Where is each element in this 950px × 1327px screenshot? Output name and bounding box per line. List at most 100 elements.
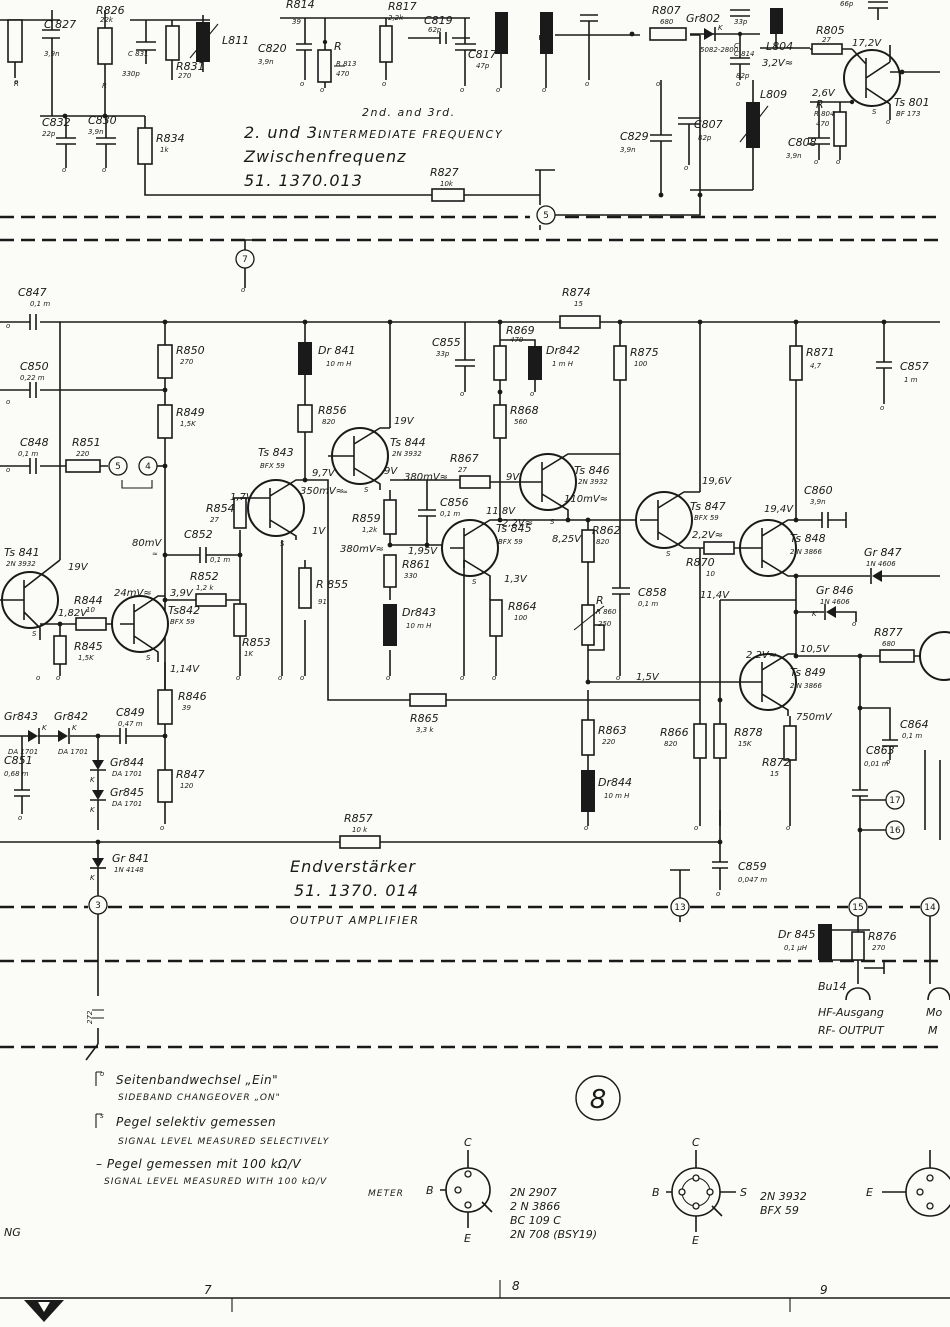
svg-text:C848: C848: [20, 436, 49, 449]
svg-text:R865: R865: [410, 712, 439, 725]
svg-text:3,2V≈: 3,2V≈: [762, 58, 793, 69]
svg-text:1,95V: 1,95V: [408, 546, 438, 557]
svg-text:Ts 843: Ts 843: [258, 446, 294, 459]
svg-text:R856: R856: [318, 404, 347, 417]
svg-text:L811: L811: [222, 34, 249, 47]
terminal-5-top: [536, 205, 556, 225]
svg-text:E: E: [464, 1232, 471, 1245]
svg-text:C855: C855: [432, 336, 461, 349]
svg-text:470: 470: [510, 336, 524, 344]
svg-text:Ts 848: Ts 848: [790, 532, 826, 545]
svg-text:4: 4: [145, 462, 151, 472]
svg-text:100: 100: [514, 614, 528, 622]
svg-text:0,1 m: 0,1 m: [210, 556, 230, 564]
svg-text:o: o: [684, 164, 688, 172]
svg-text:o: o: [62, 166, 66, 174]
svg-text:B: B: [652, 1186, 660, 1199]
legend-item1-de: Seitenbandwechsel „Ein": [116, 1073, 278, 1087]
svg-text:o: o: [382, 80, 386, 88]
svg-text:R872: R872: [762, 756, 791, 769]
legend-item2-en: SIGNAL LEVEL MEASURED SELECTIVELY: [118, 1137, 330, 1147]
resistor-r804: [833, 111, 847, 147]
svg-text:270: 270: [180, 358, 194, 366]
svg-text:0,1 µH: 0,1 µH: [784, 944, 808, 952]
transistor-ts843: [247, 479, 305, 537]
svg-text:14: 14: [924, 903, 936, 913]
svg-text:o: o: [814, 158, 818, 166]
svg-text:R805: R805: [816, 24, 845, 37]
resistor-r857: [339, 835, 381, 849]
svg-text:C863: C863: [866, 744, 895, 757]
resistor-r870: [703, 541, 735, 555]
svg-text:4,7: 4,7: [810, 362, 822, 370]
svg-text:2,2V≈: 2,2V≈: [746, 650, 777, 661]
svg-text:K: K: [42, 724, 48, 732]
svg-text:R 855: R 855: [316, 578, 348, 591]
svg-text:680: 680: [660, 18, 674, 26]
svg-text:S: S: [364, 486, 369, 494]
svg-text:47p: 47p: [476, 62, 490, 70]
svg-text:S: S: [146, 654, 151, 662]
svg-text:K: K: [718, 24, 724, 32]
svg-text:o: o: [160, 824, 164, 832]
svg-text:C852: C852: [184, 528, 213, 541]
resistor-r831: [165, 25, 180, 61]
svg-text:2,2k: 2,2k: [388, 14, 404, 22]
svg-text:o: o: [616, 674, 620, 682]
svg-text:2N 2907: 2N 2907: [510, 1186, 557, 1199]
svg-text:2N 3932: 2N 3932: [578, 478, 608, 486]
svg-text:1,2k: 1,2k: [362, 526, 378, 534]
svg-text:R807: R807: [652, 4, 681, 17]
svg-text:Ts 801: Ts 801: [894, 96, 930, 109]
resistor-r862: [581, 529, 595, 563]
svg-text:1N 4148: 1N 4148: [114, 866, 144, 874]
svg-text:Gr845: Gr845: [110, 786, 144, 799]
svg-text:S: S: [550, 518, 555, 526]
svg-text:1K: 1K: [244, 650, 254, 658]
resistor-r844: [75, 617, 107, 631]
svg-text:R863: R863: [598, 724, 627, 737]
svg-text:o: o: [236, 674, 240, 682]
svg-text:Ts 841: Ts 841: [4, 546, 40, 559]
svg-text:R870: R870: [686, 556, 715, 569]
if-title-de2: Zwischenfrequenz: [243, 147, 406, 166]
svg-text:≈: ≈: [342, 488, 348, 496]
svg-text:380mV≈: 380mV≈: [340, 544, 384, 555]
svg-text:9V: 9V: [506, 472, 520, 483]
svg-text:M: M: [928, 1024, 938, 1037]
svg-text:≈: ≈: [152, 550, 158, 558]
svg-text:66p: 66p: [840, 0, 854, 8]
svg-text:o: o: [100, 1070, 104, 1078]
svg-text:9,7V: 9,7V: [312, 468, 336, 479]
svg-text:7: 7: [242, 255, 248, 265]
svg-text:Gr843: Gr843: [4, 710, 38, 723]
svg-text:350mV≈: 350mV≈: [300, 486, 344, 497]
svg-text:10: 10: [706, 570, 715, 578]
svg-text:o: o: [460, 674, 464, 682]
svg-text:DA 1701: DA 1701: [8, 748, 38, 756]
svg-text:3,9n: 3,9n: [88, 128, 104, 136]
svg-text:Gr 846: Gr 846: [816, 584, 854, 597]
svg-text:o: o: [300, 80, 304, 88]
svg-text:470: 470: [336, 70, 350, 78]
svg-text:o: o: [836, 158, 840, 166]
svg-text:BFX 59: BFX 59: [498, 538, 523, 546]
svg-text:470: 470: [816, 120, 830, 128]
resistor-r877: [879, 649, 915, 663]
svg-text:R844: R844: [74, 594, 103, 607]
svg-text:K: K: [90, 874, 96, 882]
if-part-no: 51. 1370.013: [244, 171, 363, 190]
svg-text:R: R: [334, 40, 342, 53]
svg-text:R850: R850: [176, 344, 205, 357]
svg-text:Ts 846: Ts 846: [574, 464, 610, 477]
svg-text:22p: 22p: [42, 130, 56, 138]
svg-text:0,1 m: 0,1 m: [902, 732, 922, 740]
pinout-3: E: [866, 1150, 950, 1217]
transistor-ts842: [111, 595, 169, 653]
resistor-r849: [157, 404, 173, 439]
svg-text:R878: R878: [734, 726, 763, 739]
page-number: 8: [575, 1075, 621, 1121]
svg-text:250: 250: [598, 620, 612, 628]
svg-text:o: o: [786, 824, 790, 832]
svg-text:o: o: [886, 758, 890, 766]
